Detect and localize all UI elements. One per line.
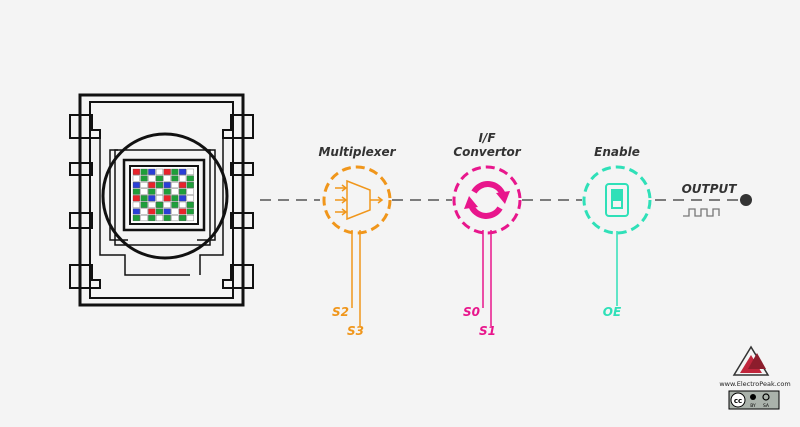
photodiode-cell [186,182,194,189]
photodiode-cell [171,175,179,182]
photodiode-cell [163,195,171,202]
photodiode-cell [171,168,179,175]
photodiode-cell [179,188,187,195]
photodiode-cell [140,188,148,195]
photodiode-cell [186,201,194,208]
enable-label: Enable [594,145,640,159]
photodiode-cell [186,188,194,195]
photodiode-cell [155,215,164,222]
photodiode-cell [179,201,187,208]
photodiode-cell [132,208,140,215]
converter-stage: I/F Convertor S0 S1 [452,131,522,338]
photodiode-cell [140,168,148,175]
photodiode-cell [171,188,179,195]
photodiode-cell [148,182,156,189]
output-stage: OUTPUT [682,182,752,217]
photodiode-cell [155,195,164,202]
photodiode-cell [140,175,148,182]
photodiode-cell [186,175,194,182]
photodiode-cell [148,175,156,182]
photodiode-cell [171,201,179,208]
enable-ring [582,165,652,235]
photodiode-cell [163,188,171,195]
multiplexer-ring [322,165,392,235]
mux-control-lines [351,230,361,326]
license-by: BY [750,403,756,409]
photodiode-cell [171,182,179,189]
photodiode-cell [132,215,140,222]
photodiode-cell [163,215,171,222]
photodiode-cell [155,168,164,175]
converter-label-line2: Convertor [453,145,521,159]
photodiode-cell [179,195,187,202]
photodiode-cell [155,208,164,215]
converter-label-line1: I/F [478,131,496,145]
photodiode-cell [179,182,187,189]
photodiode-array [132,168,194,222]
photodiode-cell [186,168,194,175]
photodiode-cell [179,215,187,222]
photodiode-cell [148,208,156,215]
photodiode-cell [186,195,194,202]
photodiode-cell [155,182,164,189]
output-label: OUTPUT [682,182,738,196]
photodiode-cell [179,208,187,215]
license-cc: cc [734,397,742,405]
sensor-chip [69,93,254,307]
photodiode-cell [171,208,179,215]
refresh-cycle-icon [464,181,510,219]
s3-label: S3 [347,324,364,338]
s2-label: S2 [332,305,349,319]
photodiode-cell [179,175,187,182]
photodiode-cell [148,215,156,222]
converter-ring [452,165,522,235]
enable-stage: Enable OE [582,145,652,319]
photodiode-cell [140,201,148,208]
s0-label: S0 [463,305,480,319]
multiplexer-label: Multiplexer [318,145,396,159]
square-wave-icon [683,208,720,217]
photodiode-cell [155,188,164,195]
electropeak-logo-icon [732,345,770,376]
photodiode-cell [171,195,179,202]
photodiode-cell [148,201,156,208]
s1-label: S1 [479,324,496,338]
photodiode-cell [155,175,164,182]
photodiode-cell [148,168,156,175]
photodiode-cell [155,201,164,208]
license-sa: SA [763,403,770,409]
converter-control-lines [482,230,492,326]
photodiode-cell [163,168,171,175]
photodiode-cell [132,195,140,202]
multiplexer-stage: Multiplexer S2 S3 [318,145,396,338]
photodiode-cell [163,201,171,208]
photodiode-cell [186,208,194,215]
photodiode-cell [132,182,140,189]
photodiode-cell [148,195,156,202]
photodiode-cell [132,175,140,182]
photodiode-cell [140,215,148,222]
photodiode-cell [140,195,148,202]
site-url: www.ElectroPeak.com [719,380,790,388]
photodiode-cell [163,182,171,189]
photodiode-cell [140,208,148,215]
multiplexer-icon [335,179,384,221]
output-terminal [740,194,752,206]
photodiode-cell [132,201,140,208]
cc-by-sa-icon: cc BY SA [728,390,780,410]
photodiode-cell [171,215,179,222]
photodiode-cell [163,175,171,182]
photodiode-cell [186,215,194,222]
switch-icon [605,183,629,217]
photodiode-cell [132,168,140,175]
photodiode-cell [179,168,187,175]
oe-label: OE [603,305,622,319]
photodiode-cell [140,182,148,189]
photodiode-cell [148,188,156,195]
photodiode-cell [132,188,140,195]
photodiode-cell [163,208,171,215]
